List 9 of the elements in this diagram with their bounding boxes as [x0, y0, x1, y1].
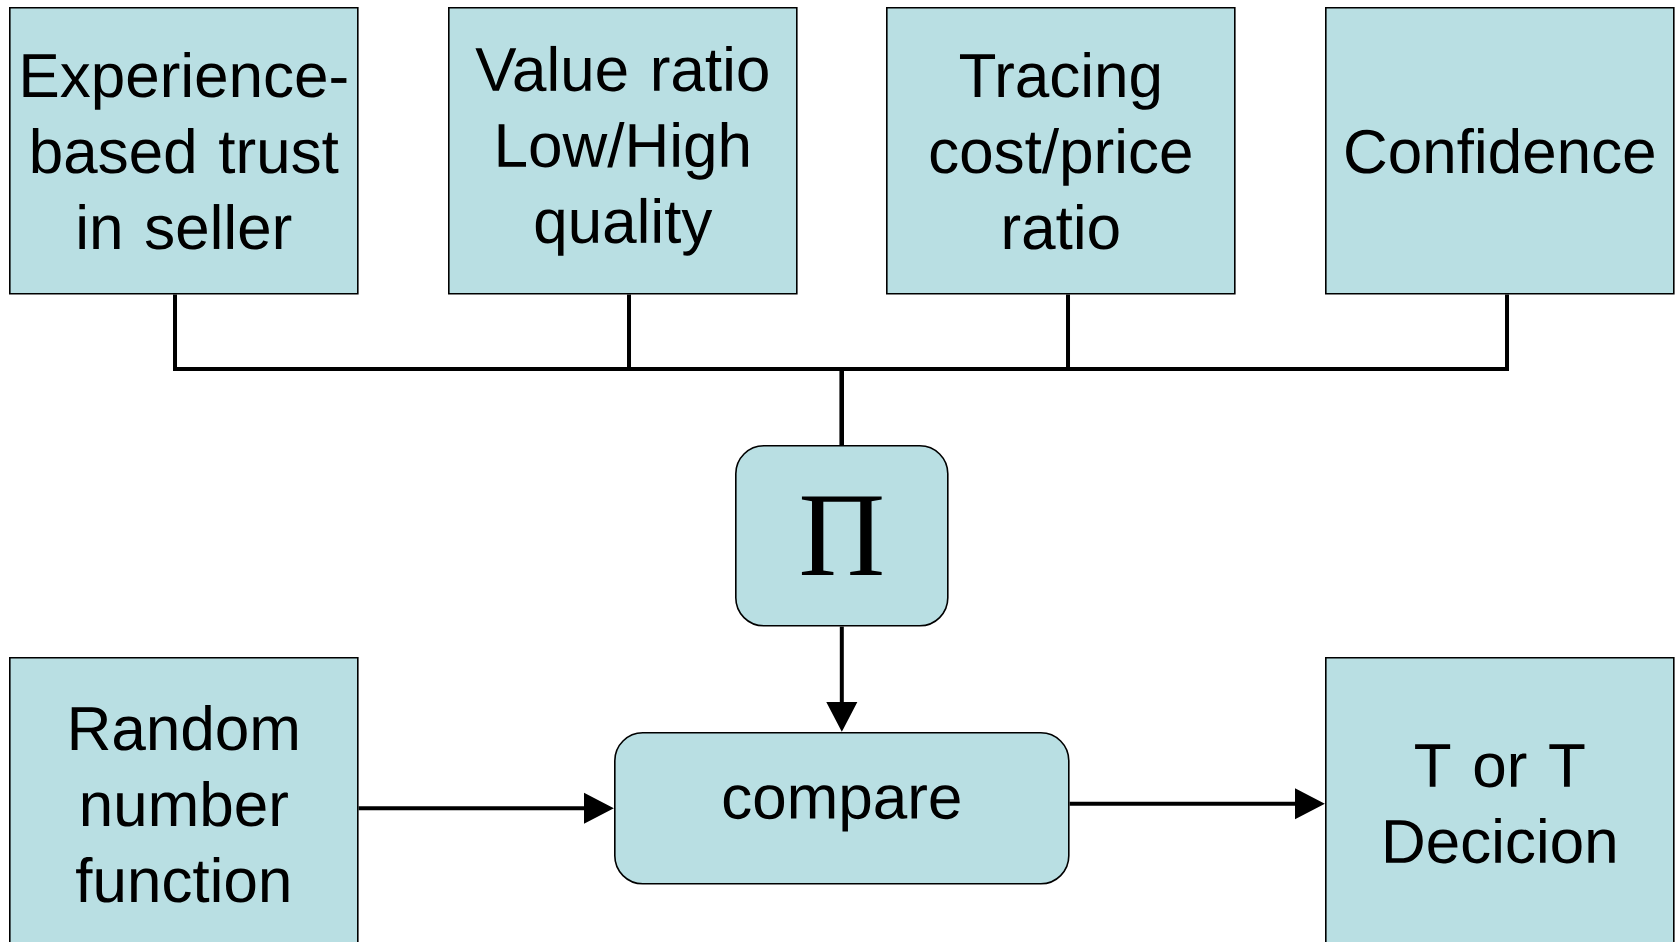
process-box: Confidence: [1325, 7, 1675, 295]
process-box: Random number function: [9, 657, 359, 942]
process-box: Value ratio Low/High quality: [448, 7, 798, 295]
connector: [839, 294, 1509, 445]
process-box: Experience-based trust in seller: [9, 7, 359, 295]
rounded-box: Π: [735, 445, 949, 627]
process-box: Tracing cost/price ratio: [886, 7, 1236, 295]
rounded-box: compare: [614, 732, 1070, 885]
process-box: T or T Decicion: [1325, 657, 1675, 942]
